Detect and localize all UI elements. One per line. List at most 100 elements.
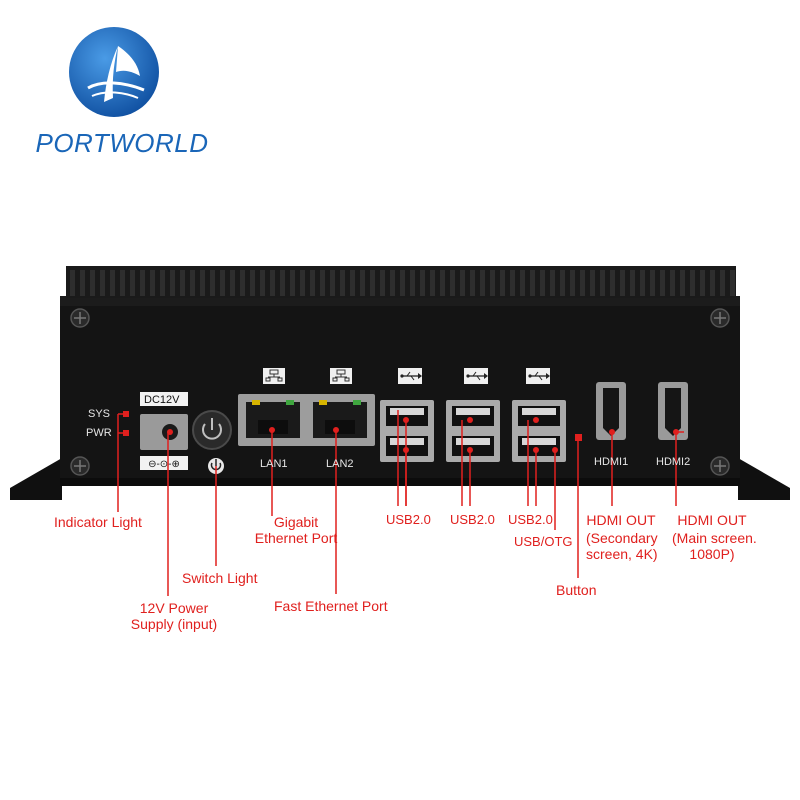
sys-led [123,411,129,417]
heatsink-fin [360,270,365,296]
logo-sail-icon [69,27,159,117]
heatsink-fin [320,270,325,296]
heatsink-fin [640,270,645,296]
heatsink-fin [400,270,405,296]
heatsink-fin [630,270,635,296]
brand-name: PORTWORLD [35,128,209,158]
gigabit-ethernet-callout: Gigabit Ethernet Port [246,514,346,546]
heatsink-fin [260,270,265,296]
usb-a-callout: USB2.0 [386,512,431,527]
usb-icon [526,368,550,384]
heatsink-fin [240,270,245,296]
usb-icon [464,368,488,384]
heatsink-fin [230,270,235,296]
gigabit-line2: Ethernet Port [254,530,338,546]
heatsink-fin [100,270,105,296]
heatsink-fin [530,270,535,296]
heatsink-fin [680,270,685,296]
hdmi1-callout: HDMI OUT (Secondary screen, 4K) [586,512,658,562]
usb-port-stack-1 [380,400,434,462]
heatsink-fin [510,270,515,296]
pwr-led [123,430,129,436]
fast-ethernet-callout: Fast Ethernet Port [274,598,388,614]
usb-port-stack-2 [446,400,500,462]
heatsink-fin [470,270,475,296]
gigabit-line1: Gigabit [273,514,319,530]
heatsink-fin [570,270,575,296]
hdmi1-callout-title: HDMI OUT [586,512,656,528]
svg-text:⊖-⊙-⊕: ⊖-⊙-⊕ [148,459,180,470]
usb-otg-callout: USB/OTG [514,534,573,549]
hdmi2-callout: HDMI OUT (Main screen. 1080P) [672,512,757,562]
heatsink-fin [250,270,255,296]
hdmi1-callout-sub2: screen, 4K) [586,546,658,562]
heatsink-fin [120,270,125,296]
heatsink-fin [70,270,75,296]
heatsink-fin [500,270,505,296]
heatsink-fin [600,270,605,296]
heatsink-fin [110,270,115,296]
hdmi1-callout-sub1: (Secondary [586,530,658,546]
screw-icon [70,308,90,328]
heatsink-fin [150,270,155,296]
callout-dots [269,417,679,453]
lan2-port [305,394,375,446]
hdmi1-label: HDMI1 [594,456,629,468]
polarity-symbol-plate [140,456,188,470]
heatsink-fin [730,270,735,296]
button-callout: Button [556,582,597,598]
heatsink-fin [280,270,285,296]
heatsink-fin [480,270,485,296]
heatsink-fin [720,270,725,296]
heatsink-fin [380,270,385,296]
heatsink-fin [490,270,495,296]
heatsink-fin [420,270,425,296]
portworld-logo [66,24,162,120]
heatsink-fin [560,270,565,296]
heatsink-fin [80,270,85,296]
heatsink-fin [660,270,665,296]
heatsink-fin [460,270,465,296]
heatsink-fin [160,270,165,296]
hdmi2-callout-sub1: (Main screen. [672,530,757,546]
heatsink-fin [180,270,185,296]
heatsink-fin [300,270,305,296]
heatsink-fin [550,270,555,296]
heatsink-fin [590,270,595,296]
heatsink-fin [440,270,445,296]
switch-light-callout: Switch Light [182,570,258,586]
heatsink-fin [140,270,145,296]
heatsink-fin [210,270,215,296]
usb-b-callout: USB2.0 [450,512,495,527]
heatsink-fin [670,270,675,296]
usb-icon [398,368,422,384]
heatsink-fin [410,270,415,296]
hdmi2-port [658,382,688,440]
right-mount-ear [738,458,790,500]
heatsink-fin [450,270,455,296]
lan1-label: LAN1 [260,458,288,470]
heatsink-fin [580,270,585,296]
screw-icon [710,456,730,476]
callout-lines [117,410,684,596]
heatsink-fin [170,270,175,296]
heatsink-fin [540,270,545,296]
lan2-label: LAN2 [326,458,354,470]
heatsink-fin [340,270,345,296]
heatsink-fins [70,270,735,296]
heatsink-fin [130,270,135,296]
heatsink-fin [700,270,705,296]
pwr-label: PWR [86,427,112,439]
sys-label: SYS [88,408,111,420]
heatsink-fin [520,270,525,296]
power-line2: Supply (input) [130,616,218,632]
heatsink-fin [690,270,695,296]
heatsink-fin [90,270,95,296]
heatsink-fin [220,270,225,296]
heatsink-fin [310,270,315,296]
left-mount-ear [10,458,62,500]
dc12v-label: DC12V [144,394,180,406]
heatsink-fin [710,270,715,296]
lan1-port [238,394,308,446]
heatsink-fin [650,270,655,296]
